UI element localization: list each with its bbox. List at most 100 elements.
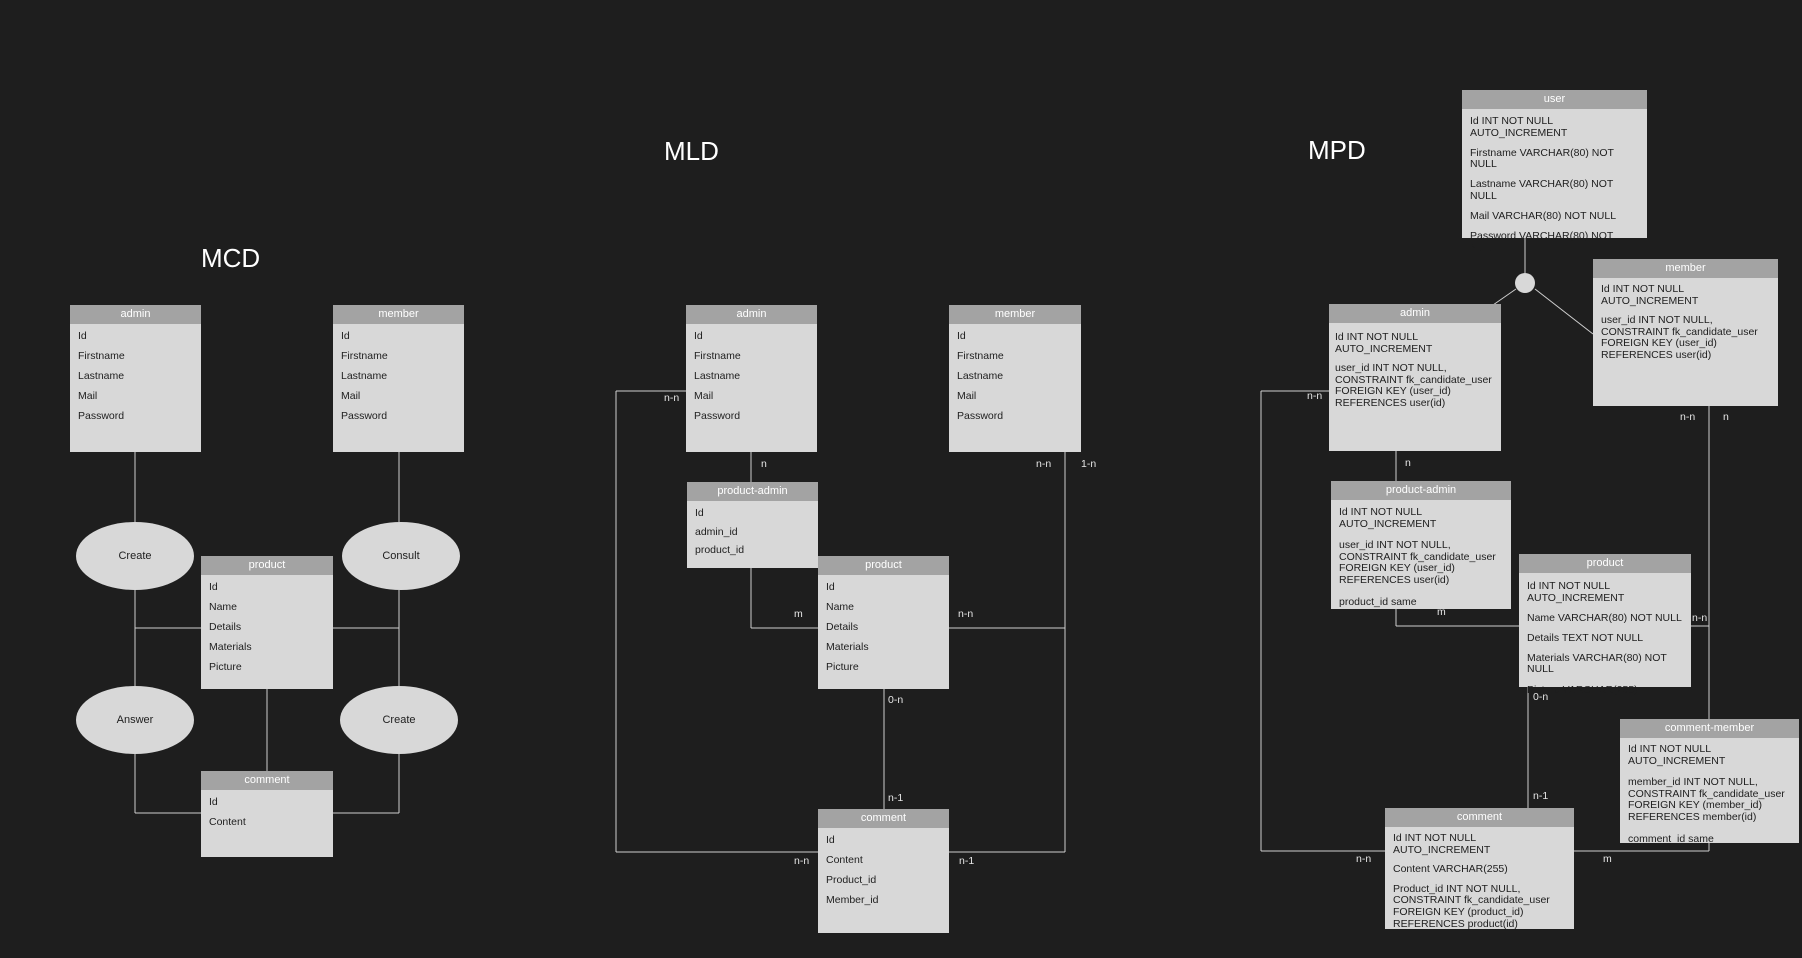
table-header: product: [1519, 554, 1691, 573]
table-row: Password: [694, 410, 741, 423]
table-row: Id INT NOT NULL AUTO_INCREMENT: [1393, 832, 1491, 856]
table-row: Product_id: [826, 874, 877, 887]
mpd-product-table[interactable]: product Id INT NOT NULL AUTO_INCREMENT N…: [1519, 554, 1691, 695]
table-row: Materials: [209, 641, 252, 654]
table-row: Id INT NOT NULL AUTO_INCREMENT: [1470, 115, 1568, 139]
table-header: member: [949, 305, 1081, 324]
table-row: Picture: [209, 661, 242, 674]
table-header: member: [333, 305, 464, 324]
table-row: Id: [341, 330, 350, 342]
table-row: Password: [78, 410, 125, 423]
table-header: product-admin: [687, 482, 818, 501]
table-row: Id: [826, 834, 835, 846]
mld-comment-table[interactable]: comment Id Content Product_id Member_id: [818, 809, 949, 933]
table-header: product: [201, 556, 333, 575]
table-row: Id INT NOT NULL AUTO_INCREMENT: [1339, 506, 1437, 530]
cardinality-label: 0-n: [888, 694, 904, 706]
mcd-product-table[interactable]: product Id Name Details Materials Pictur…: [201, 556, 333, 689]
table-row: admin_id: [695, 525, 738, 538]
table-row: Content VARCHAR(255): [1393, 863, 1508, 876]
table-header: user: [1462, 90, 1647, 109]
table-row: product_id same: [1339, 595, 1417, 608]
table-row: Materials VARCHAR(80) NOT NULL: [1527, 651, 1667, 676]
table-row: Mail: [957, 390, 977, 403]
table-header: product-admin: [1331, 481, 1511, 500]
cardinality-label: n-n: [794, 855, 810, 867]
cardinality-label: n-n: [1692, 612, 1708, 624]
mcd-member-table[interactable]: member Id Firstname Lastname Mail Passwo…: [333, 305, 464, 452]
association-create-right[interactable]: Create: [340, 686, 458, 754]
table-row: Firstname: [341, 350, 388, 363]
table-header: admin: [686, 305, 817, 324]
table-row: Lastname: [957, 370, 1004, 383]
table-row: Mail VARCHAR(80) NOT NULL: [1470, 210, 1617, 223]
mcd-admin-table[interactable]: admin Id Firstname Lastname Mail Passwor…: [70, 305, 201, 452]
mcd-title: MCD: [201, 243, 261, 273]
mpd-comment-table[interactable]: comment Id INT NOT NULL AUTO_INCREMENT C…: [1385, 808, 1574, 929]
cardinality-label: m: [794, 608, 803, 620]
cardinality-label: n-n: [1356, 853, 1372, 865]
table-row: Firstname VARCHAR(80) NOT NULL: [1470, 146, 1614, 171]
mcd-comment-table[interactable]: comment Id Content: [201, 771, 333, 857]
table-header: comment: [818, 809, 949, 828]
cardinality-label: n: [1723, 411, 1729, 423]
mld-product-table[interactable]: product Id Name Details Materials Pictur…: [818, 556, 949, 689]
table-row: Password: [957, 410, 1004, 423]
table-row: Materials: [826, 641, 869, 654]
table-row: Id: [695, 507, 704, 519]
table-row: Mail: [341, 390, 361, 403]
table-row: Picture: [826, 661, 859, 674]
table-header: admin: [1329, 304, 1501, 323]
mld-title: MLD: [664, 136, 719, 166]
table-header: admin: [70, 305, 201, 324]
table-row: Name: [209, 601, 238, 614]
table-row: Id INT NOT NULL AUTO_INCREMENT: [1527, 580, 1625, 604]
mpd-admin-table[interactable]: admin Id INT NOT NULL AUTO_INCREMENT use…: [1329, 304, 1501, 451]
mld-admin-table[interactable]: admin Id Firstname Lastname Mail Passwor…: [686, 305, 817, 452]
table-row: Password VARCHAR(80) NOT NULL: [1470, 230, 1614, 254]
cardinality-label: n-n: [1680, 411, 1696, 423]
table-row: Lastname: [694, 370, 741, 383]
table-row: Details: [826, 621, 859, 634]
table-row: Mail: [78, 390, 98, 403]
cardinality-label: m: [1437, 606, 1446, 618]
cardinality-label: 1-n: [1081, 458, 1097, 470]
table-row: user_id INT NOT NULL, CONSTRAINT fk_cand…: [1335, 362, 1492, 409]
mpd-product-admin-table[interactable]: product-admin Id INT NOT NULL AUTO_INCRE…: [1331, 481, 1511, 609]
cardinality-label: n-n: [1036, 458, 1052, 470]
table-row: Content: [826, 854, 863, 867]
table-row: Lastname: [341, 370, 388, 383]
table-row: Id INT NOT NULL AUTO_INCREMENT: [1601, 283, 1699, 307]
table-header: product: [818, 556, 949, 575]
cardinality-label: n-1: [1533, 790, 1549, 802]
cardinality-label: n-1: [959, 855, 975, 867]
table-row: Details TEXT NOT NULL: [1527, 631, 1644, 644]
table-row: comment_id same: [1628, 832, 1714, 845]
table-row: Id: [957, 330, 966, 342]
mpd-member-table[interactable]: member Id INT NOT NULL AUTO_INCREMENT us…: [1593, 259, 1778, 406]
cardinality-label: m: [1603, 853, 1612, 865]
mpd-user-table[interactable]: user Id INT NOT NULL AUTO_INCREMENT Firs…: [1462, 90, 1647, 254]
cardinality-label: 0-n: [1533, 691, 1549, 703]
association-create-left[interactable]: Create: [76, 522, 194, 590]
table-row: Id: [209, 796, 218, 808]
table-row: product_id: [695, 544, 745, 557]
table-row: Lastname: [78, 370, 125, 383]
mpd-comment-member-table[interactable]: comment-member Id INT NOT NULL AUTO_INCR…: [1620, 719, 1799, 845]
table-row: Id INT NOT NULL AUTO_INCREMENT: [1335, 331, 1433, 355]
table-row: Member_id: [826, 894, 879, 907]
table-header: comment: [1385, 808, 1574, 827]
table-header: comment: [201, 771, 333, 790]
table-row: Mail: [694, 390, 714, 403]
mld-member-table[interactable]: member Id Firstname Lastname Mail Passwo…: [949, 305, 1081, 452]
association-consult[interactable]: Consult: [342, 522, 460, 590]
table-row: Firstname: [957, 350, 1004, 363]
mld-product-admin-table[interactable]: product-admin Id admin_id product_id: [687, 482, 818, 568]
table-row: member_id INT NOT NULL, CONSTRAINT fk_ca…: [1628, 776, 1785, 823]
mpd-title: MPD: [1308, 135, 1366, 165]
association-answer[interactable]: Answer: [76, 686, 194, 754]
cardinality-label: n-n: [664, 392, 680, 404]
cardinality-label: n: [1405, 457, 1411, 469]
